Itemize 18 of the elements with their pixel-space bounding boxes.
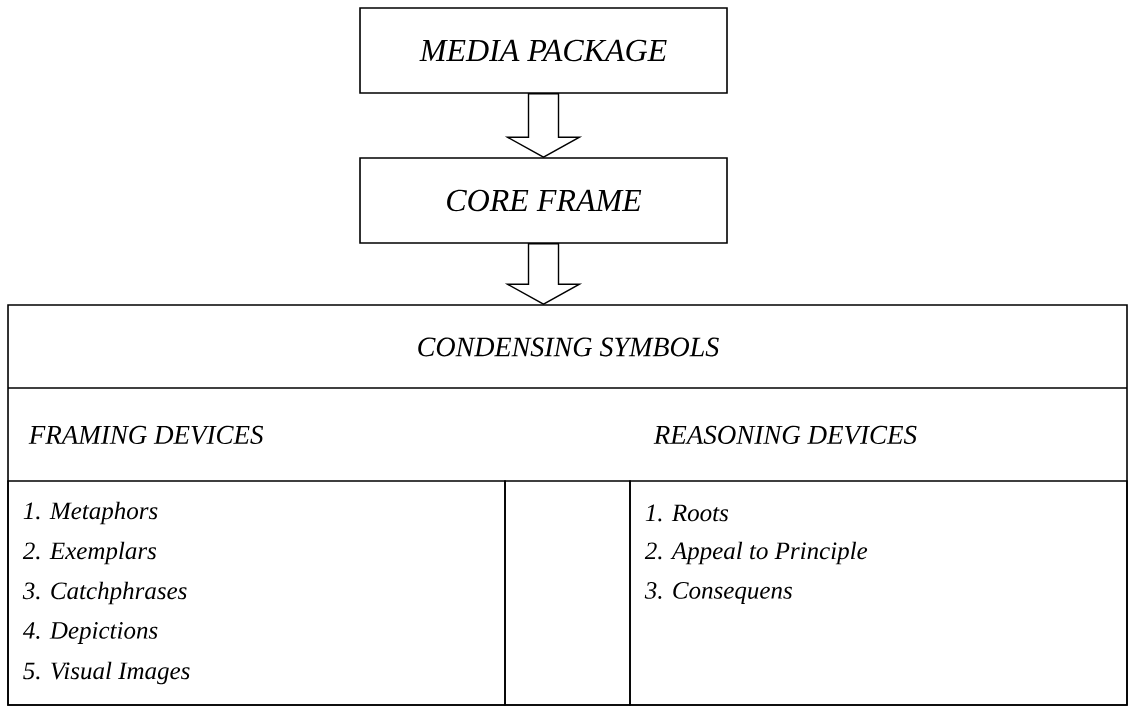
- column-heading: FRAMING DEVICES: [28, 425, 264, 445]
- table-cell: [629, 480, 1128, 706]
- empty-cell: [504, 480, 631, 706]
- list-item: 2. Appeal to Principle: [644, 541, 868, 565]
- list-item: 2. Exemplars: [22, 541, 157, 565]
- list-item: 1. Metaphors: [23, 501, 158, 525]
- block-arrow: [504, 93, 583, 158]
- list-item: 3. Consequens: [644, 582, 792, 604]
- column-heading: REASONING DEVICES: [653, 425, 917, 445]
- table-cell: [7, 480, 506, 706]
- list-item: 5. Visual Images: [23, 661, 190, 685]
- list-item: 1. Roots: [645, 504, 729, 522]
- list-item: 4. Depictions: [22, 622, 158, 644]
- list-item: 3. Catchphrases: [22, 581, 187, 605]
- label-box: MEDIA PACKAGE: [359, 7, 728, 94]
- block-arrow: [504, 243, 583, 305]
- table-title: CONDENSING SYMBOLS: [418, 337, 719, 357]
- label-box: CORE FRAME: [359, 157, 728, 244]
